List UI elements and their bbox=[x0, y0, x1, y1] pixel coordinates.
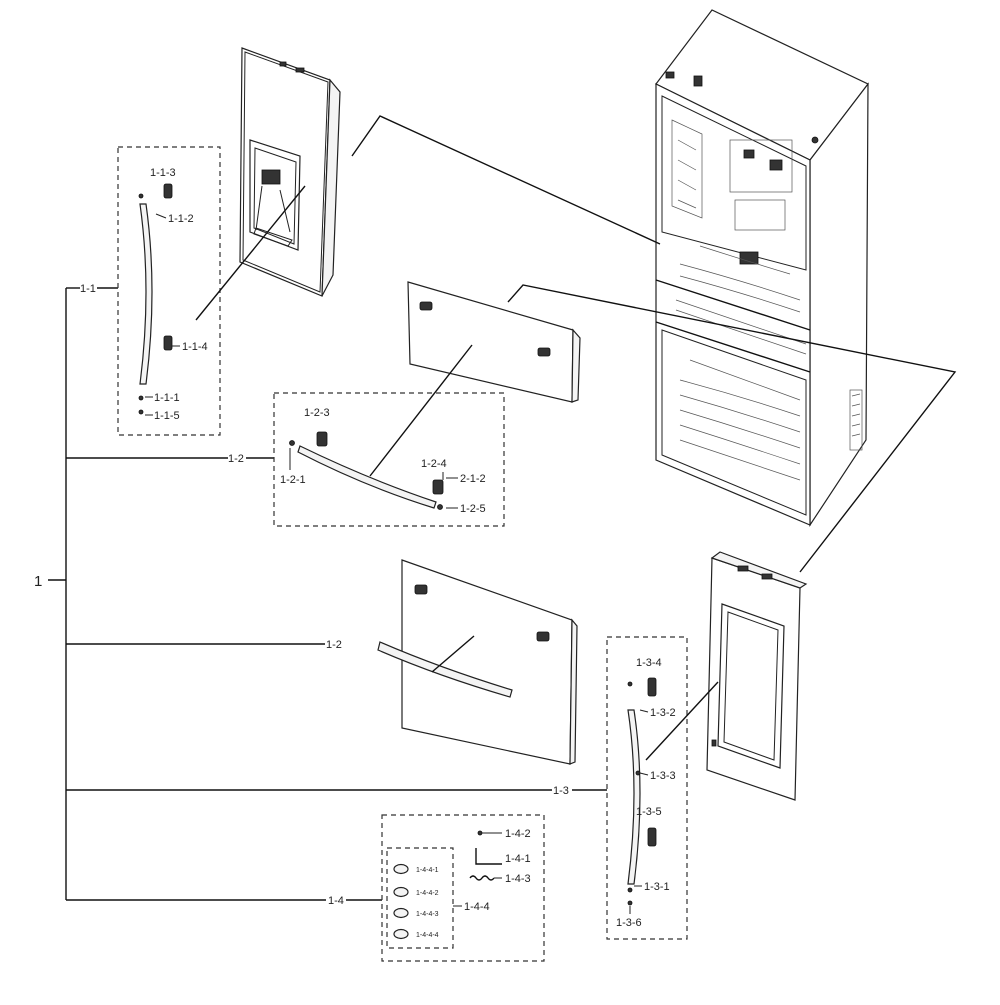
group-box-1-3 bbox=[606, 636, 688, 940]
label-1-3: 1-3 bbox=[553, 785, 569, 797]
label-2-1-2: 2-1-2 bbox=[460, 473, 486, 485]
label-1-1-1: 1-1-1 bbox=[154, 392, 180, 404]
label-1-3-3: 1-3-3 bbox=[650, 770, 676, 782]
label-1-4-3: 1-4-3 bbox=[505, 873, 531, 885]
label-1-2-5: 1-2-5 bbox=[460, 503, 486, 515]
label-1-3-1: 1-3-1 bbox=[644, 881, 670, 893]
label-1-4-4-1: 1-4-4-1 bbox=[416, 867, 439, 874]
label-1-2-1: 1-2-1 bbox=[280, 474, 306, 486]
label-1-1-3: 1-1-3 bbox=[150, 167, 176, 179]
group-box-1-2 bbox=[273, 392, 505, 527]
label-1-2-group: 1-2 bbox=[228, 453, 244, 465]
assembly-tree-lines bbox=[48, 287, 607, 901]
left-door-with-dispenser bbox=[239, 47, 341, 297]
leader-lines bbox=[195, 115, 957, 761]
label-1-1-5: 1-1-5 bbox=[154, 410, 180, 422]
label-1-1: 1-1 bbox=[80, 283, 96, 295]
drawer-front-upper bbox=[407, 281, 581, 403]
part-labels: 1 1-1 1-1-3 1-1-2 1-1-4 1-1-1 1-1-5 1-2 … bbox=[34, 167, 676, 939]
right-door bbox=[706, 551, 808, 801]
hardware-1-4-parts bbox=[393, 830, 502, 940]
label-1-4-4-4: 1-4-4-4 bbox=[416, 932, 439, 939]
label-1-2-4: 1-2-4 bbox=[421, 458, 447, 470]
label-1-2-3: 1-2-3 bbox=[304, 407, 330, 419]
label-1-4-4-3: 1-4-4-3 bbox=[416, 911, 439, 918]
label-1-4-2: 1-4-2 bbox=[505, 828, 531, 840]
handle-1-2-parts bbox=[289, 431, 458, 510]
label-1-2-drawer: 1-2 bbox=[326, 639, 342, 651]
label-1-4-4-2: 1-4-4-2 bbox=[416, 890, 439, 897]
group-box-1-4 bbox=[381, 814, 545, 962]
label-1-1-4: 1-1-4 bbox=[182, 341, 208, 353]
refrigerator-cabinet bbox=[655, 9, 869, 528]
label-1-4: 1-4 bbox=[328, 895, 344, 907]
handle-1-3-parts bbox=[627, 677, 657, 914]
label-1-3-6: 1-3-6 bbox=[616, 917, 642, 929]
label-1-3-4: 1-3-4 bbox=[636, 657, 662, 669]
label-1-3-5: 1-3-5 bbox=[636, 806, 662, 818]
label-root: 1 bbox=[34, 573, 42, 590]
drawer-front-lower bbox=[377, 559, 578, 765]
group-box-1-4-4 bbox=[386, 847, 454, 949]
label-1-4-1: 1-4-1 bbox=[505, 853, 531, 865]
handle-1-1-parts bbox=[138, 183, 180, 416]
label-1-4-4: 1-4-4 bbox=[464, 901, 490, 913]
label-1-3-2: 1-3-2 bbox=[650, 707, 676, 719]
label-1-1-2: 1-1-2 bbox=[168, 213, 194, 225]
